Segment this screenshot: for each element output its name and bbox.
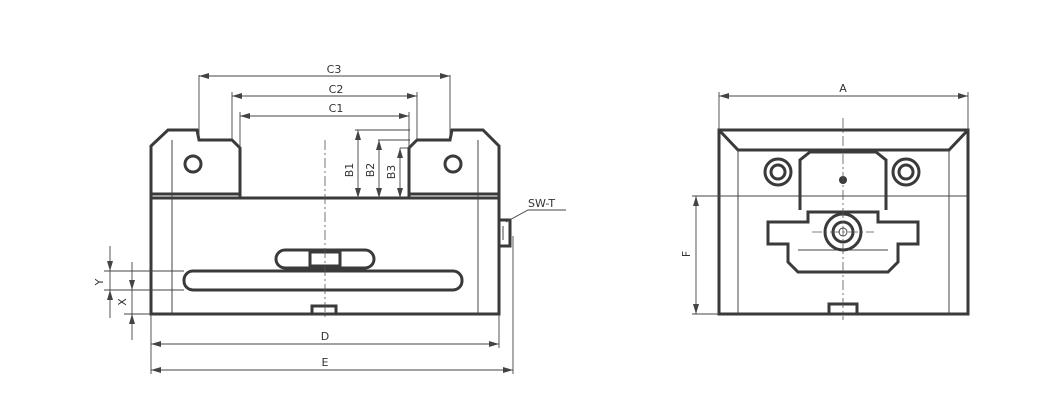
b1-label: B1 (343, 163, 356, 178)
x-arrow-top (129, 280, 135, 290)
bottom-notch (310, 304, 338, 314)
side-right-hole-outer (891, 157, 921, 187)
d-arrow-right (489, 341, 499, 347)
left-jaw (149, 128, 242, 198)
a-label: A (839, 82, 847, 95)
e-arrow-right (503, 367, 513, 373)
side-view: A F (680, 82, 970, 320)
sw-t-leader (505, 209, 566, 223)
c2-arrow-left (232, 93, 242, 99)
e-label: E (322, 356, 329, 369)
b2-arrow-top (376, 140, 382, 150)
b3-arrow-bottom (397, 188, 403, 198)
b1-arrow-top (355, 130, 361, 140)
c3-arrow-right (440, 73, 450, 79)
a-arrow-right (958, 93, 968, 99)
f-arrow-top (693, 196, 699, 206)
y-label: Y (93, 278, 106, 286)
y-arrow-bottom (107, 290, 113, 300)
side-outer-frame (717, 128, 970, 316)
b2-arrow-bottom (376, 188, 382, 198)
f-arrow-bottom (693, 304, 699, 314)
d-arrow-left (151, 341, 161, 347)
b3-arrow-top (397, 148, 403, 158)
right-jaw (407, 128, 501, 198)
a-arrow-left (719, 93, 729, 99)
side-left-hole-outer (763, 157, 793, 187)
x-label: X (116, 298, 129, 306)
x-arrow-bottom (129, 314, 135, 324)
f-label: F (680, 251, 693, 257)
spindle-end (499, 218, 512, 248)
side-upper-block (798, 150, 888, 210)
c1-arrow-right (399, 113, 409, 119)
e-arrow-left (151, 367, 161, 373)
front-view: C3 C2 C1 B1 B2 B3 SW-T (93, 63, 566, 374)
sw-t-label: SW-T (528, 197, 555, 210)
y-arrow-top (107, 261, 113, 271)
c3-label: C3 (327, 63, 342, 76)
side-top-chamfer (717, 128, 970, 152)
c1-label: C1 (329, 102, 344, 115)
c2-label: C2 (329, 83, 344, 96)
d-label: D (321, 330, 329, 343)
side-t-slot (766, 210, 920, 274)
side-right-hole-inner (897, 163, 915, 181)
b1-arrow-bottom (355, 188, 361, 198)
left-bolt-hole (183, 154, 203, 174)
guide-slot (182, 269, 464, 292)
b3-label: B3 (385, 165, 398, 180)
b2-label: B2 (364, 163, 377, 178)
side-left-hole-inner (769, 163, 787, 181)
c3-arrow-left (199, 73, 209, 79)
c2-arrow-right (407, 93, 417, 99)
c1-arrow-left (240, 113, 250, 119)
right-bolt-hole (443, 154, 463, 174)
